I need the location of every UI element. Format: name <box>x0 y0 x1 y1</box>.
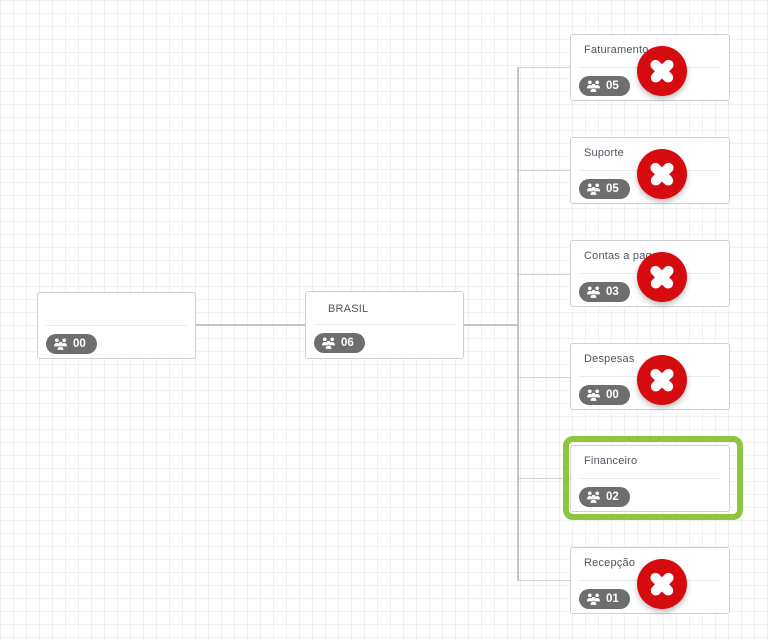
connector-branch-contas <box>519 274 570 275</box>
node-title: Suporte <box>584 147 624 159</box>
node-card-despesas[interactable]: Despesas 00 <box>570 343 730 410</box>
node-card-recepcao[interactable]: Recepção 01 <box>570 547 730 614</box>
member-count-badge: 06 <box>314 333 365 353</box>
connector-branch-faturamento <box>519 67 570 68</box>
connector-country-to-trunk <box>463 324 518 326</box>
users-group-icon <box>587 389 600 401</box>
member-count-value: 05 <box>606 80 619 92</box>
member-count-badge: 01 <box>579 589 630 609</box>
member-count-badge: 00 <box>579 385 630 405</box>
member-count-value: 05 <box>606 183 619 195</box>
connector-branch-despesas <box>519 377 570 378</box>
node-divider <box>46 325 187 326</box>
member-count-badge: 05 <box>579 76 630 96</box>
node-card-brasil[interactable]: BRASIL 06 <box>305 291 464 359</box>
member-count-value: 00 <box>606 389 619 401</box>
node-card-suporte[interactable]: Suporte 05 <box>570 137 730 204</box>
users-group-icon <box>54 338 67 350</box>
node-card-faturamento[interactable]: Faturamento 05 <box>570 34 730 101</box>
member-count-value: 00 <box>73 338 86 350</box>
users-group-icon <box>587 286 600 298</box>
delete-node-button[interactable] <box>637 252 687 302</box>
users-group-icon <box>322 337 335 349</box>
member-count-badge: 00 <box>46 334 97 354</box>
connector-trunk-line <box>517 67 519 581</box>
node-title: Contas a pagar <box>584 250 663 262</box>
connector-branch-suporte <box>519 170 570 171</box>
users-group-icon <box>587 183 600 195</box>
member-count-badge: 05 <box>579 179 630 199</box>
node-title: Faturamento <box>584 44 649 56</box>
member-count-value: 02 <box>606 491 619 503</box>
node-title: Despesas <box>584 353 635 365</box>
delete-node-button[interactable] <box>637 355 687 405</box>
delete-node-button[interactable] <box>637 46 687 96</box>
node-card-financeiro[interactable]: Financeiro 02 <box>570 445 730 512</box>
connector-branch-financeiro <box>519 478 570 479</box>
node-card-root[interactable]: 00 <box>37 292 196 359</box>
node-title: Financeiro <box>584 455 638 467</box>
member-count-value: 01 <box>606 593 619 605</box>
users-group-icon <box>587 491 600 503</box>
users-group-icon <box>587 593 600 605</box>
node-divider <box>579 478 721 479</box>
node-title: BRASIL <box>328 303 369 315</box>
node-card-contas-a-pagar[interactable]: Contas a pagar 03 <box>570 240 730 307</box>
users-group-icon <box>587 80 600 92</box>
connector-branch-recepcao <box>519 580 570 581</box>
member-count-value: 06 <box>341 337 354 349</box>
delete-node-button[interactable] <box>637 149 687 199</box>
member-count-value: 03 <box>606 286 619 298</box>
connector-root-to-country <box>196 324 305 326</box>
delete-node-button[interactable] <box>637 559 687 609</box>
node-title: Recepção <box>584 557 636 569</box>
member-count-badge: 02 <box>579 487 630 507</box>
member-count-badge: 03 <box>579 282 630 302</box>
node-divider <box>314 324 455 325</box>
